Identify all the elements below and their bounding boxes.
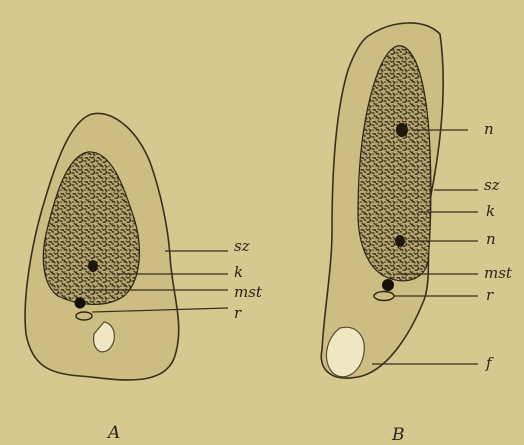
mst-granule-a	[75, 298, 86, 309]
label-f-b: f	[485, 354, 494, 372]
caption-b: B	[391, 425, 405, 445]
label-k-a: k	[234, 263, 243, 281]
label-sz-b: sz	[484, 176, 500, 194]
label-mst-a: mst	[234, 283, 263, 301]
figure-a: sz k mst r A	[25, 113, 263, 443]
label-n-bottom-b: n	[486, 230, 496, 248]
label-r-a: r	[234, 304, 242, 322]
dark-spot-a	[88, 260, 98, 272]
label-r-b: r	[486, 286, 494, 304]
label-sz-a: sz	[234, 237, 250, 255]
figure-b: n sz k n mst r f B	[321, 23, 513, 445]
dark-spot-b-bottom	[395, 235, 405, 247]
caption-a: A	[106, 423, 120, 443]
label-k-b: k	[486, 202, 495, 220]
label-n-top-b: n	[484, 120, 494, 138]
dark-spot-b-top	[396, 123, 408, 137]
mst-granule-b	[382, 279, 394, 291]
label-mst-b: mst	[484, 264, 513, 282]
